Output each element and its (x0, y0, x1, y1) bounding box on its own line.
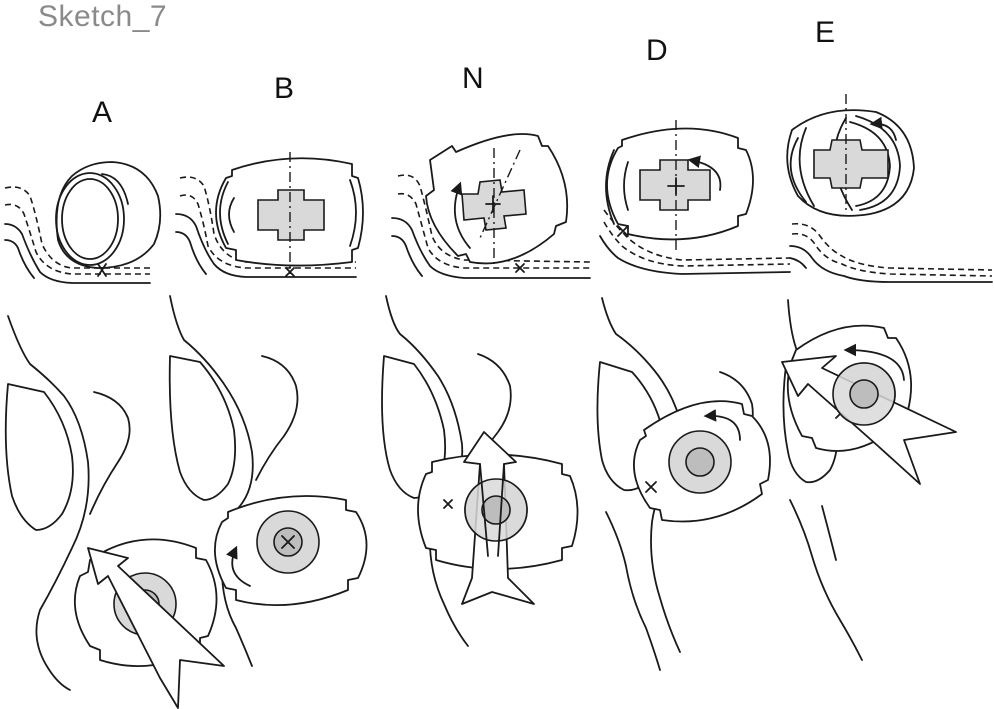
top-panel-d (599, 120, 791, 275)
top-panel-e (786, 94, 993, 283)
panel-label-a: A (92, 96, 113, 129)
figure-title: Sketch_7 (38, 0, 168, 33)
panel-label-b: B (274, 72, 295, 105)
panel-label-e: E (815, 16, 836, 49)
bottom-panel-e (781, 299, 957, 661)
top-panel-b (175, 152, 364, 278)
top-panel-a (4, 161, 162, 284)
bottom-panel-n (381, 295, 579, 647)
panel-label-n: N (462, 62, 484, 95)
bottom-panel-a (4, 315, 225, 709)
bottom-panel-b (168, 295, 368, 667)
panel-label-d: D (646, 34, 668, 67)
bottom-panel-d (596, 297, 771, 671)
top-panel-n (391, 133, 591, 279)
